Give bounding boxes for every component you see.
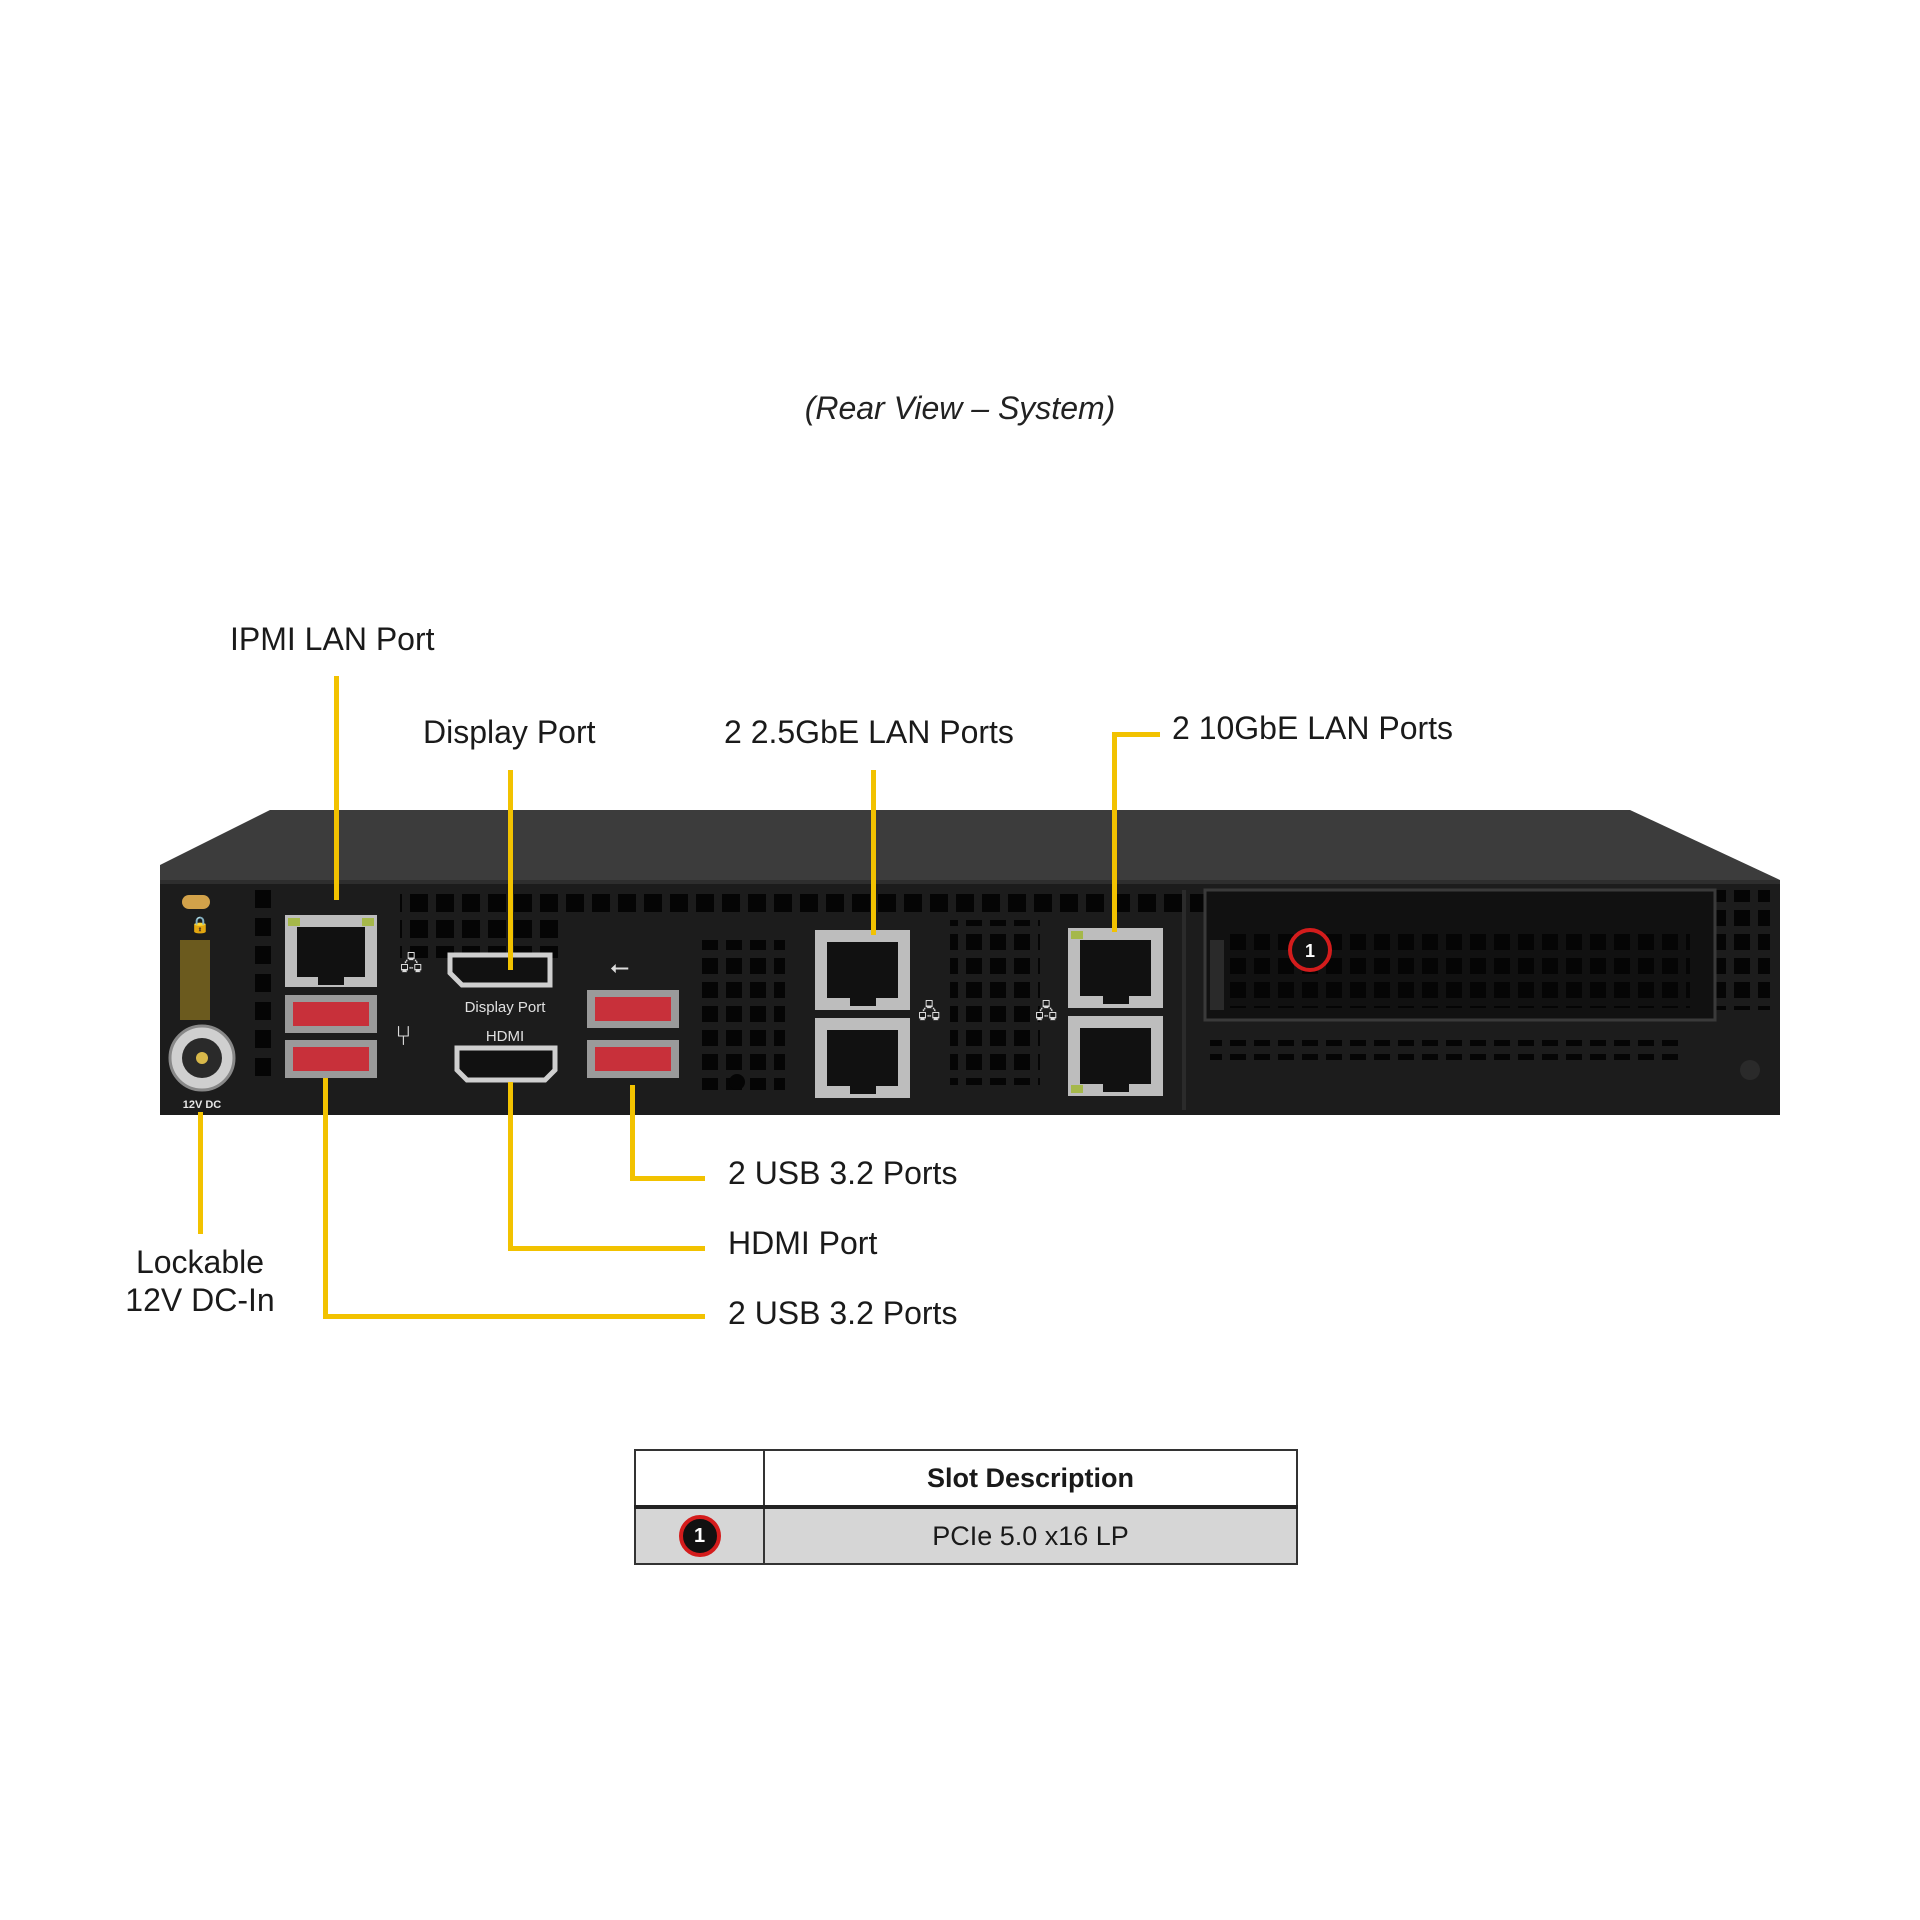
table-header-description: Slot Description [763,1449,1298,1509]
leader-usb-lower-vertical [323,1078,328,1318]
dc-label: 12V DC [183,1099,222,1111]
leader-lan-10g-vertical [1112,732,1117,932]
leader-hdmi-vertical [508,1082,513,1250]
callout-dc-in: Lockable 12V DC-In [100,1243,300,1319]
pcie-slot-marker: 1 [1288,928,1332,972]
svg-text:1: 1 [1305,941,1315,961]
usb-port-left-upper [285,995,377,1033]
slot-number-badge: 1 [678,1515,721,1557]
lan-10g-port-1 [1068,928,1163,1008]
leader-lan-10g-horizontal [1112,732,1160,737]
table-cell-description: PCIe 5.0 x16 LP [763,1506,1298,1565]
network-icon-2: 🖧 [918,1000,940,1023]
usb-port-mid-lower [587,1040,679,1078]
leader-usb-upper-vertical [630,1085,635,1180]
diagram-caption: (Rear View – System) [804,390,1116,426]
lock-icon: 🔒 [190,916,210,934]
callout-dc-in-line1: Lockable [135,1244,265,1280]
lan-25g-port-2 [815,1018,910,1098]
leader-hdmi-horizontal [508,1246,705,1251]
usb-port-mid-upper [587,990,679,1028]
vent-grid-b [695,940,785,1090]
callout-ipmi-lan: IPMI LAN Port [230,621,435,657]
server-rear-panel: 🔒 12V DC 🖧 ⑂ Display Port HDMI ⭠ [160,810,1780,1115]
reset-hole [729,1074,745,1090]
lan-25g-port-1 [815,930,910,1010]
lan-10g-port-2 [1068,1016,1163,1096]
vent-strip-bottom [1210,1040,1685,1060]
leader-display-port [508,770,513,970]
callout-usb-lower: 2 USB 3.2 Ports [728,1295,958,1331]
hdmi-connector [454,1045,558,1083]
displayport-connector [447,952,553,988]
callout-lan-25g: 2 2.5GbE LAN Ports [724,714,1014,750]
usb-symbol-icon: ⑂ [395,1020,412,1051]
dc-jack-pin [196,1052,208,1064]
usb-symbol-icon-2: ⭠ [610,954,629,981]
hdmi-panel-label: HDMI [486,1028,524,1045]
dp-panel-label: Display Port [465,999,547,1016]
leader-usb-lower-horizontal [323,1314,705,1319]
usb-port-left-lower [285,1040,377,1078]
pcie-slot-bracket [1203,888,1717,1022]
table-cell-marker: 1 [634,1506,765,1565]
network-icon-3: 🖧 [1035,1000,1057,1023]
leader-dc-in [198,1112,203,1234]
network-icon: 🖧 [400,952,422,975]
table-row: 1 PCIe 5.0 x16 LP [634,1506,1298,1565]
vent-grid-a [400,918,560,958]
vent-grid-right [1710,890,1770,1010]
leader-ipmi-lan [334,676,339,900]
vent-grid-left [255,890,271,1076]
warning-stripe [180,940,210,1020]
leader-usb-upper-horizontal [630,1176,705,1181]
vent-grid-c [950,920,1040,1085]
callout-hdmi: HDMI Port [728,1225,878,1261]
chassis-screw [1740,1060,1760,1080]
chassis-top [160,810,1780,885]
slot-description-table: Slot Description 1 PCIe 5.0 x16 LP [634,1449,1298,1565]
table-header-row: Slot Description [634,1449,1298,1509]
callout-display-port: Display Port [423,714,596,750]
lock-slot [182,895,210,909]
callout-lan-10g: 2 10GbE LAN Ports [1172,710,1454,746]
callout-usb-upper: 2 USB 3.2 Ports [728,1155,958,1191]
callout-dc-in-line2: 12V DC-In [125,1282,275,1318]
table-header-marker [634,1449,765,1509]
leader-lan-25g [871,770,876,935]
vent-strip-top [400,890,1300,912]
ipmi-lan-port [285,915,377,987]
